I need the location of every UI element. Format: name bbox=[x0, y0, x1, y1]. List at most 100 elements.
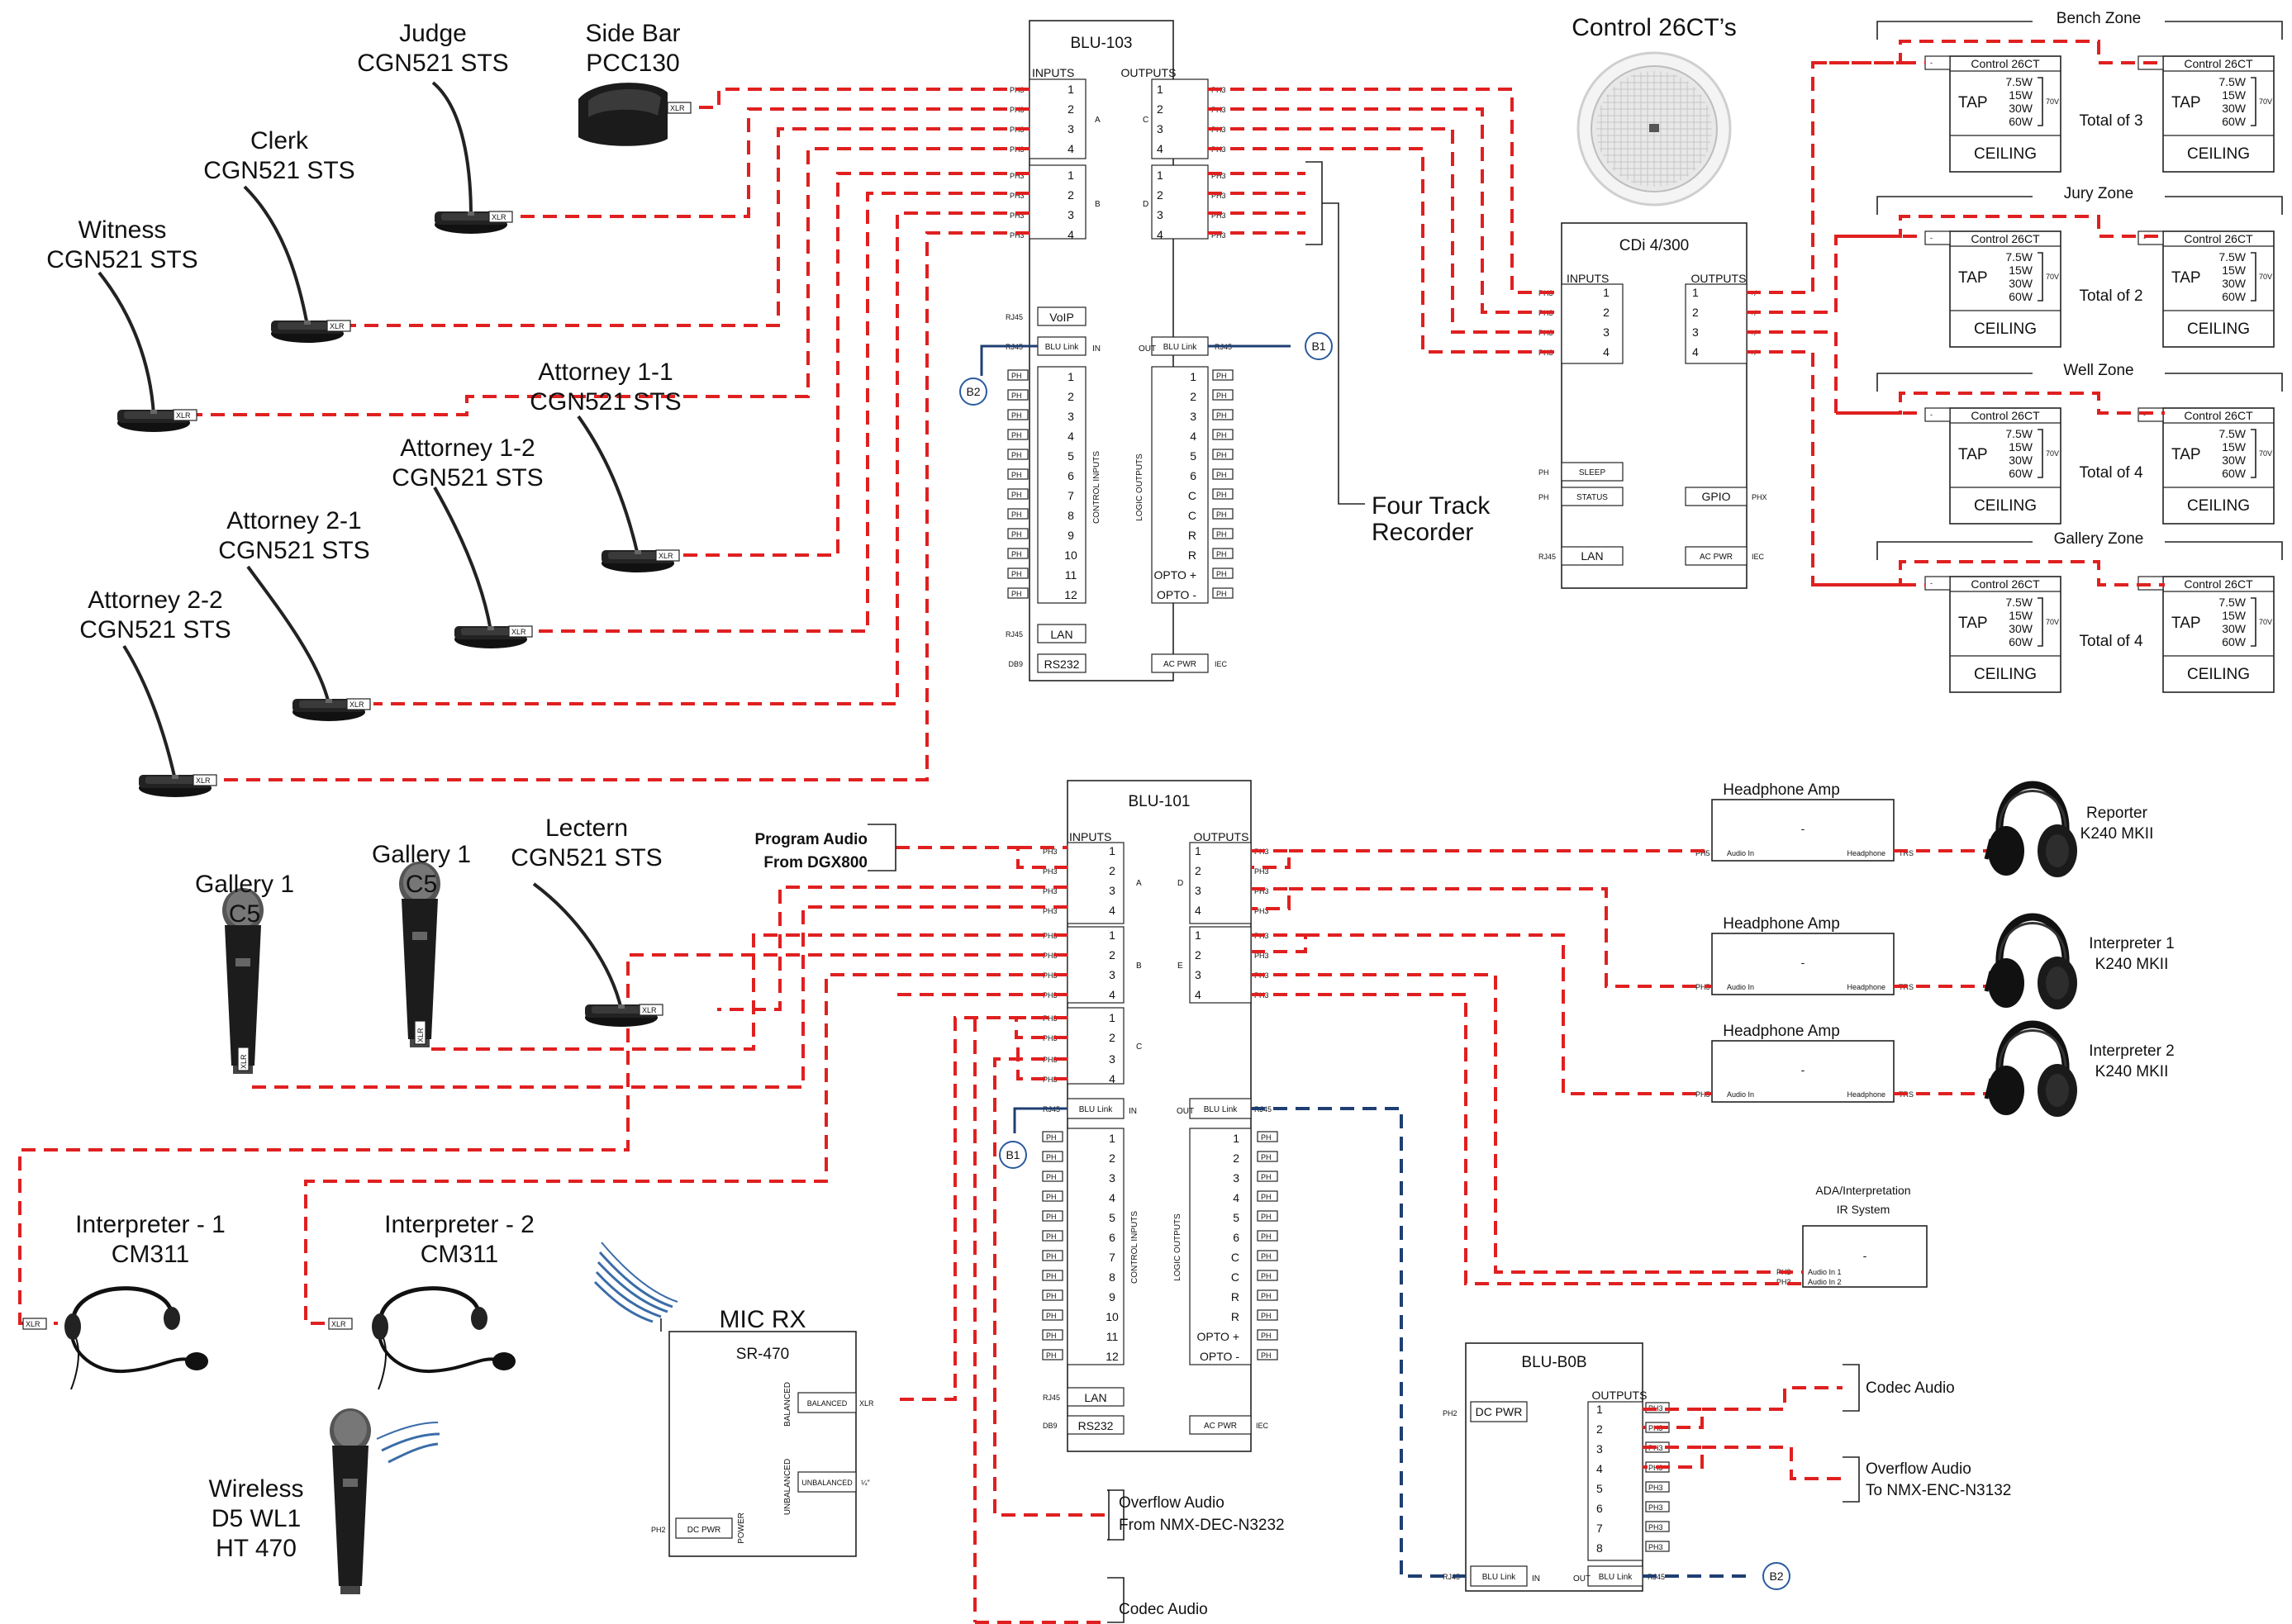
ph-port-box bbox=[1007, 528, 1029, 539]
ph-port-box bbox=[1257, 1230, 1278, 1242]
ph3-port: PH3 bbox=[1043, 907, 1058, 915]
gooseneck-microphone-icon bbox=[577, 415, 674, 572]
ph3-port-box bbox=[1645, 1541, 1670, 1552]
ph-port-box bbox=[1007, 488, 1029, 500]
zone-total: Total of 4 bbox=[2079, 464, 2143, 482]
ph-port: PH bbox=[1046, 1173, 1057, 1181]
blu-808-output-number: 7 bbox=[1596, 1522, 1603, 1535]
blu-101-control-input: 12 bbox=[1106, 1350, 1119, 1363]
blu-101-rs232-port: RS232 bbox=[1078, 1419, 1114, 1432]
headset-microphone-icon bbox=[372, 1289, 516, 1389]
blu-101-control-input: 6 bbox=[1109, 1231, 1115, 1244]
blu-808-blu-link-in: BLU Link bbox=[1482, 1573, 1517, 1582]
overflow-from-line1: Overflow Audio bbox=[1119, 1494, 1224, 1512]
device-labels: Judge CGN521 STS Side Bar PCC130 Clerk C… bbox=[46, 14, 2174, 1562]
headphones-icon bbox=[1986, 1024, 2077, 1117]
speaker-title: Control 26CT bbox=[2184, 409, 2253, 422]
blu-101-control-input: 7 bbox=[1109, 1251, 1115, 1264]
blu-808-output-number: 8 bbox=[1596, 1541, 1603, 1555]
speaker-tap-value: 60W bbox=[2222, 290, 2247, 303]
zone-name: Bench Zone bbox=[2057, 10, 2141, 27]
blu-101-input-number: 4 bbox=[1109, 988, 1115, 1001]
speaker-tap-value: 15W bbox=[2009, 609, 2033, 622]
ph-port-box bbox=[1212, 508, 1234, 520]
xlr-port-box bbox=[508, 625, 533, 638]
overflow-to-line1: Overflow Audio bbox=[1866, 1460, 1971, 1478]
blu-103-output-number: 4 bbox=[1157, 142, 1163, 155]
blu-808-in-label: IN bbox=[1532, 1574, 1540, 1584]
headphone-amp-placeholder: - bbox=[1801, 822, 1805, 835]
ph3-port-box bbox=[1645, 1481, 1670, 1493]
speaker-tap-value: 30W bbox=[2009, 277, 2033, 290]
speaker-input: - bbox=[1930, 59, 1933, 67]
speaker-title: Control 26CT bbox=[2184, 232, 2253, 245]
blu-103-control-input: 8 bbox=[1068, 509, 1074, 522]
speaker-input: - bbox=[1930, 411, 1933, 419]
clerk-model: CGN521 STS bbox=[203, 157, 354, 184]
ph-port: PH bbox=[1046, 1213, 1057, 1221]
clerk-label: Clerk bbox=[250, 127, 309, 154]
blu-101-card-c: C bbox=[1136, 1042, 1142, 1052]
blu-808-out-label: OUT bbox=[1573, 1574, 1591, 1584]
blu-103-logic-output: 6 bbox=[1190, 469, 1196, 482]
blu-103-control-input: 2 bbox=[1068, 390, 1074, 403]
program-audio-source: Program Audio From DGX800 bbox=[754, 824, 896, 871]
blu-103-control-input: 1 bbox=[1068, 370, 1074, 383]
blu-808-dc-power: DC PWR bbox=[1476, 1405, 1523, 1418]
ph-port-box bbox=[1042, 1349, 1063, 1360]
ph-port: PH bbox=[1046, 1351, 1057, 1360]
speaker-box bbox=[2162, 407, 2275, 525]
interpreter-2-headphone-label: Interpreter 2 bbox=[2089, 1042, 2175, 1060]
blu-103-logic-output: 1 bbox=[1190, 370, 1196, 383]
ph3-port: PH3 bbox=[1010, 192, 1025, 200]
ph-port-box bbox=[1007, 389, 1029, 401]
tap-bracket bbox=[2251, 597, 2256, 647]
db9-port: DB9 bbox=[1008, 660, 1023, 668]
xlr-port: XLR bbox=[350, 700, 364, 709]
blu-103-blu-link-out: BLU Link bbox=[1163, 343, 1198, 352]
blu-101-output-number: 2 bbox=[1195, 948, 1201, 962]
ph-port-box bbox=[1042, 1270, 1063, 1281]
ph-port: PH bbox=[1216, 510, 1227, 519]
blu-808-output-number: 5 bbox=[1596, 1482, 1603, 1495]
speaker-tap-value: 15W bbox=[2009, 88, 2033, 102]
speaker-voltage: 70V bbox=[2046, 273, 2059, 281]
ph3-port: PH3 bbox=[1010, 231, 1025, 240]
ph-port: PH bbox=[1011, 372, 1022, 380]
ph-port-box bbox=[1212, 389, 1234, 401]
wireless-transmitter: HT 470 bbox=[216, 1535, 297, 1562]
cdi-output-number: 4 bbox=[1692, 345, 1699, 359]
gooseneck-microphone-icon bbox=[243, 185, 344, 343]
trs-port: TRS bbox=[1899, 849, 1914, 857]
lectern-label: Lectern bbox=[545, 814, 628, 842]
ph-port-box bbox=[1042, 1289, 1063, 1301]
ph-port-box bbox=[1007, 429, 1029, 440]
blu-101-logic-output: OPTO - bbox=[1200, 1350, 1239, 1363]
speaker-tap-value: 30W bbox=[2222, 102, 2247, 115]
wireless-waves-icon bbox=[376, 1422, 440, 1464]
ph-port-box bbox=[1007, 468, 1029, 480]
blu-103-input-number: 1 bbox=[1068, 83, 1074, 96]
blu-808-output-number: 4 bbox=[1596, 1462, 1603, 1475]
ph-port-box bbox=[1042, 1151, 1063, 1162]
speaker-tap-value: 30W bbox=[2222, 453, 2247, 467]
cdi-outputs-label: OUTPUTS bbox=[1691, 272, 1747, 285]
ada-ir-system: - Audio In 1 Audio In 2 PH3 PH3 ADA/Inte… bbox=[1776, 1184, 1928, 1288]
blu-101-logic-output: 6 bbox=[1233, 1231, 1239, 1244]
ph2-port: PH2 bbox=[651, 1526, 666, 1534]
blu-101-input-number: 2 bbox=[1109, 1031, 1115, 1044]
blu-101-inputs-label: INPUTS bbox=[1069, 830, 1111, 843]
blu-101-input-number: 3 bbox=[1109, 1052, 1115, 1066]
blu-103-control-input: 5 bbox=[1068, 449, 1074, 463]
blu-101-input-number: 1 bbox=[1109, 1011, 1115, 1024]
ph3-port: PH3 bbox=[1043, 867, 1058, 876]
rj45-port: RJ45 bbox=[1043, 1394, 1060, 1402]
xlr-port-box bbox=[173, 409, 197, 421]
codec-overflow-labels: Codec Audio Overflow Audio To NMX-ENC-N3… bbox=[1107, 1364, 2011, 1623]
xlr-port: XLR bbox=[659, 552, 673, 560]
speaker-voltage: 70V bbox=[2046, 97, 2059, 106]
headphone-amp-audio-in: Audio In bbox=[1727, 1090, 1754, 1099]
